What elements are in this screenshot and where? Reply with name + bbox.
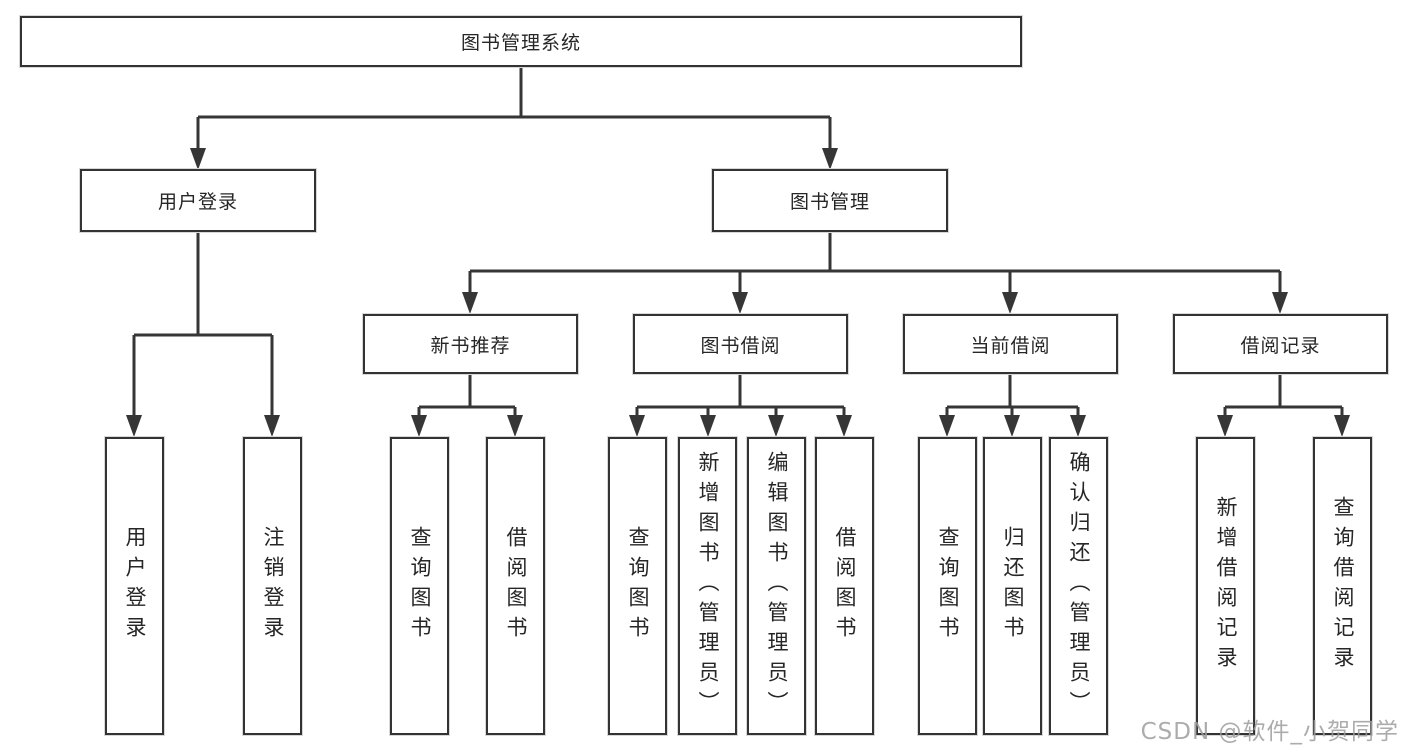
leaf-logout: 注销登录 — [243, 437, 302, 735]
leaf-label: 查询借阅记录 — [1331, 496, 1355, 676]
leaf-recommend-borrow-books: 借阅图书 — [486, 437, 545, 735]
leaf-records-query-record: 查询借阅记录 — [1313, 437, 1372, 735]
node-label: 当前借阅 — [970, 334, 1051, 357]
leaf-label: 用户登录 — [123, 526, 147, 646]
node-user-login-module: 用户登录 — [80, 169, 316, 232]
leaf-current-query-books: 查询图书 — [918, 437, 977, 735]
leaf-label: 借阅图书 — [504, 526, 528, 646]
leaf-label: 注销登录 — [261, 526, 285, 646]
leaf-label: 编辑图书（管理员） — [765, 451, 789, 721]
node-label: 用户登录 — [157, 191, 238, 213]
leaf-borrow-borrow-books: 借阅图书 — [815, 437, 874, 735]
node-new-book-recommend: 新书推荐 — [363, 314, 578, 374]
node-book-management-module: 图书管理 — [712, 169, 948, 232]
leaf-label: 借阅图书 — [833, 526, 857, 646]
node-book-borrow: 图书借阅 — [633, 314, 848, 374]
leaf-label: 新增图书（管理员） — [696, 451, 720, 721]
leaf-current-return-books: 归还图书 — [983, 437, 1042, 735]
leaf-recommend-query-books: 查询图书 — [390, 437, 449, 735]
csdn-watermark: CSDN @软件_小贺同学 — [1140, 719, 1399, 745]
leaf-label: 查询图书 — [626, 526, 650, 646]
leaf-current-confirm-return-admin: 确认归还（管理员） — [1049, 437, 1108, 735]
leaf-borrow-add-books-admin: 新增图书（管理员） — [678, 437, 737, 735]
leaf-user-login: 用户登录 — [105, 437, 164, 735]
leaf-records-add-record: 新增借阅记录 — [1196, 437, 1255, 735]
node-current-borrow: 当前借阅 — [903, 314, 1118, 374]
leaf-label: 新增借阅记录 — [1214, 496, 1238, 676]
leaf-label: 查询图书 — [408, 526, 432, 646]
node-label: 图书管理系统 — [460, 32, 581, 54]
leaf-label: 确认归还（管理员） — [1067, 451, 1091, 721]
node-label: 新书推荐 — [430, 334, 511, 357]
node-label: 图书借阅 — [700, 334, 781, 357]
node-label: 图书管理 — [789, 191, 870, 213]
leaf-label: 查询图书 — [936, 526, 960, 646]
node-borrow-records: 借阅记录 — [1173, 314, 1388, 374]
leaf-borrow-query-books: 查询图书 — [608, 437, 667, 735]
node-library-management-system: 图书管理系统 — [20, 16, 1022, 67]
leaf-label: 归还图书 — [1001, 526, 1025, 646]
leaf-borrow-edit-books-admin: 编辑图书（管理员） — [747, 437, 806, 735]
node-label: 借阅记录 — [1240, 334, 1321, 357]
